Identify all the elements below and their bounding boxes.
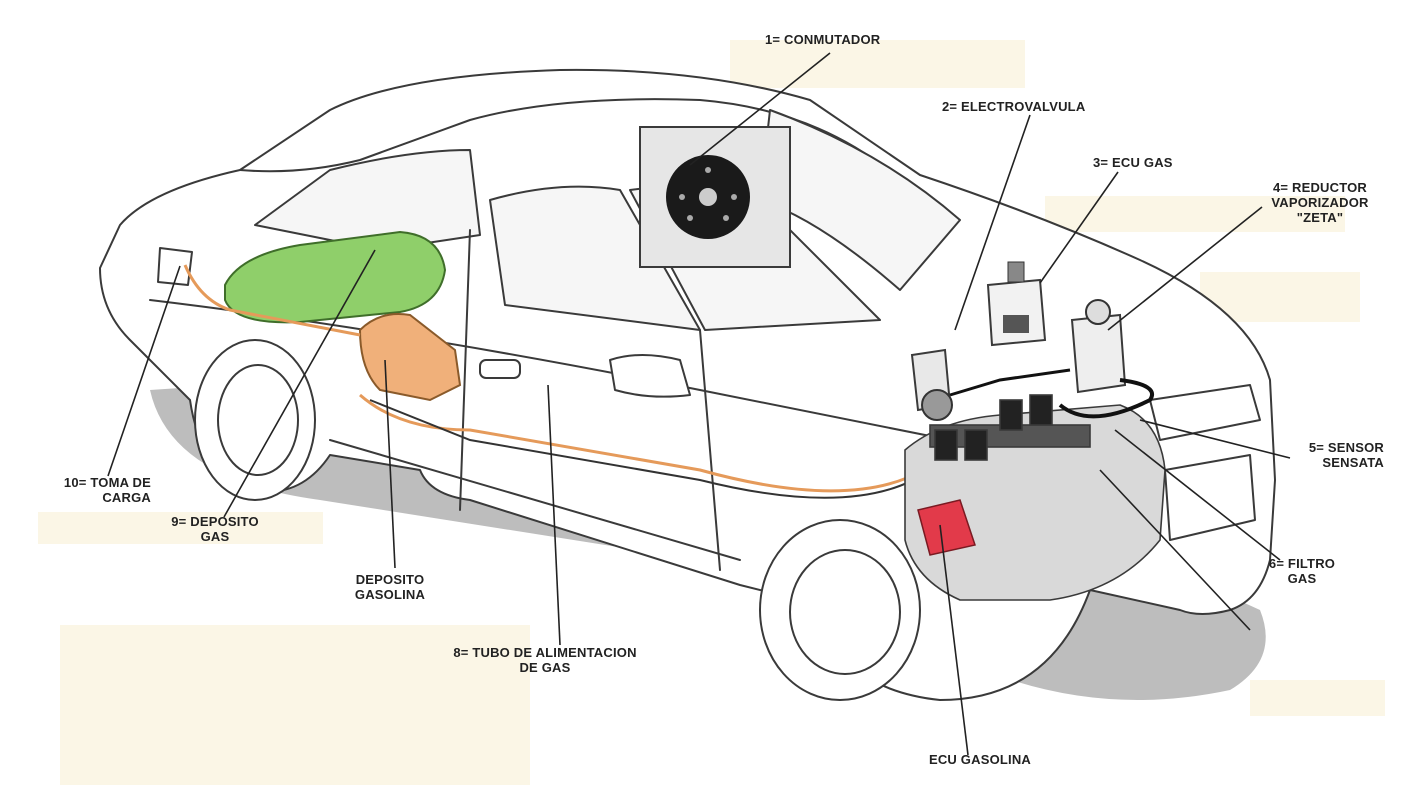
- label-patch: [1045, 196, 1345, 232]
- label-tubo: 8= TUBO DE ALIMENTACION DE GAS: [453, 645, 637, 675]
- front-wheel-rim: [789, 549, 901, 675]
- ecu-gasolina-box: [917, 499, 976, 556]
- leader-conmutador: [689, 52, 831, 166]
- conmutador-led: [723, 215, 729, 221]
- ecu-gas-connector: [1003, 315, 1029, 333]
- conmutador-center: [699, 188, 717, 206]
- leader-sensor: [1139, 419, 1291, 459]
- leader-electrovalvula: [954, 114, 1031, 331]
- leader-reductor: [1107, 206, 1263, 331]
- conmutador-led: [687, 215, 693, 221]
- conmutador-led: [731, 194, 737, 200]
- conmutador-led: [705, 167, 711, 173]
- windshield: [759, 109, 961, 291]
- label-patch: [38, 512, 323, 544]
- leader-deposito-gas: [223, 249, 376, 518]
- petrol-tank: [358, 313, 462, 402]
- electrovalvula-coil: [921, 389, 953, 421]
- label-patch: [60, 625, 530, 785]
- rear-door-handle: [479, 359, 521, 379]
- rear-door-window: [489, 185, 701, 331]
- label-patch: [1250, 680, 1385, 716]
- injector-3: [999, 399, 1023, 431]
- rear-wheel-rim: [217, 364, 299, 476]
- leader-tubo: [547, 384, 561, 646]
- gas-tank: [224, 230, 447, 324]
- label-ecu-gas: 3= ECU GAS: [1093, 155, 1173, 170]
- reductor-vaporizador: [1070, 313, 1127, 394]
- headlight: [1149, 384, 1261, 441]
- leader-filtro: [1114, 429, 1281, 561]
- label-filtro: 6= FILTRO GAS: [1268, 556, 1336, 586]
- leader-ecu-gas: [1039, 171, 1119, 284]
- label-deposito-gas: 9= DEPOSITO GAS: [171, 514, 259, 544]
- sill-line: [329, 439, 741, 561]
- gas-hose: [1058, 378, 1154, 419]
- label-sensor: 5= SENSOR SENSATA: [1308, 440, 1384, 470]
- label-ecu-gasolina: ECU GASOLINA: [928, 752, 1032, 767]
- injector-2: [964, 429, 988, 461]
- rear-window: [254, 149, 481, 251]
- reductor-cap: [1085, 299, 1111, 325]
- injector-4: [1029, 394, 1053, 426]
- label-deposito-gasolina: DEPOSITO GASOLINA: [354, 572, 426, 602]
- fuel-flap: [157, 247, 193, 286]
- leader-extra: [1099, 469, 1251, 631]
- gas-hose-2: [949, 368, 1071, 397]
- leader-deposito-gasolina: [384, 359, 396, 569]
- label-patch: [730, 40, 1025, 88]
- label-electrovalvula: 2= ELECTROVALVULA: [942, 99, 1086, 114]
- injector-1: [934, 429, 958, 461]
- door-line-2: [699, 329, 721, 571]
- ecu-gas-top: [1007, 261, 1025, 283]
- leader-toma-carga: [107, 265, 181, 477]
- label-reductor: 4= REDUCTOR VAPORIZADOR "ZETA": [1271, 180, 1369, 225]
- ecu-gas-box: [986, 278, 1047, 347]
- label-conmutador: 1= CONMUTADOR: [765, 32, 881, 47]
- leader-ecu-gasolina: [939, 524, 969, 756]
- door-line-1: [459, 229, 471, 511]
- conmutador-led: [679, 194, 685, 200]
- front-grille: [1164, 454, 1256, 541]
- side-mirror: [609, 354, 691, 398]
- label-toma-carga: 10= TOMA DE CARGA: [63, 475, 151, 505]
